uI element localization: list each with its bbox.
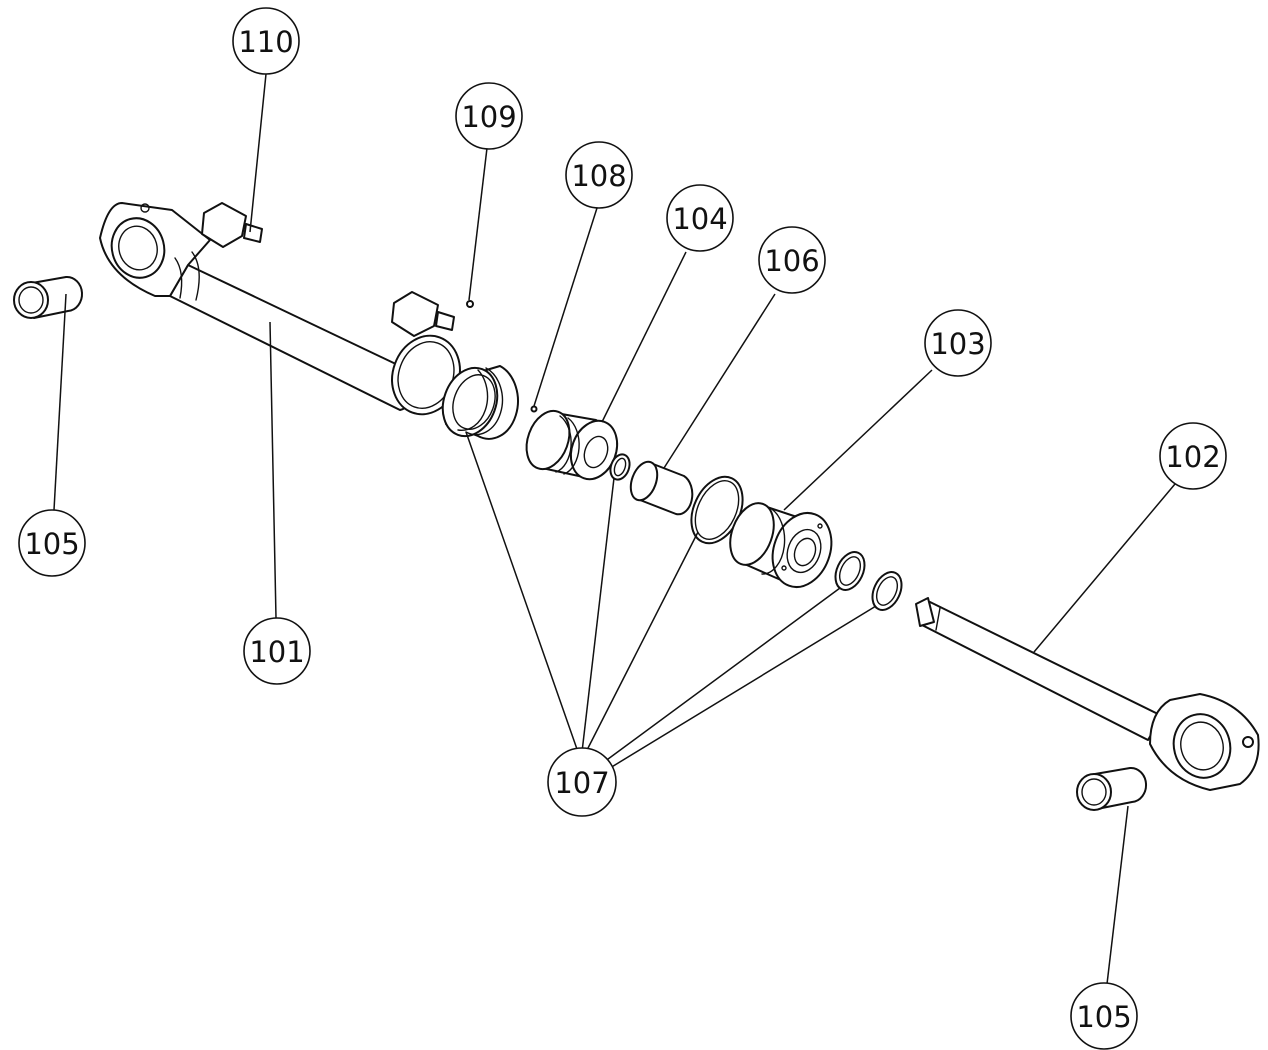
callout-103: 103 [924,309,992,377]
callout-106: 106 [758,226,826,294]
callout-110: 110 [232,7,300,75]
callout-105-left-label: 105 [24,527,79,561]
callout-105-left: 105 [18,509,86,577]
callout-106-label: 106 [764,244,819,278]
callout-108-label: 108 [571,159,626,193]
callout-109-label: 109 [461,100,516,134]
part-107-gland-seal-2 [871,571,903,611]
part-107-gland-seal-1 [834,551,866,591]
callout-105-right: 105 [1070,982,1138,1050]
callout-101: 101 [243,617,311,685]
callout-101-label: 101 [249,635,304,669]
callout-109: 109 [455,82,523,150]
part-102-piston-rod [915,597,1260,791]
part-101-cylinder-barrel [99,202,461,416]
callout-110-label: 110 [238,25,293,59]
callout-104: 104 [666,184,734,252]
leader-lines [53,73,1176,985]
callout-103-label: 103 [930,327,985,361]
callout-104-label: 104 [672,202,727,236]
part-107-seal-pack [441,365,519,440]
part-105-right-bushing [1076,766,1147,811]
part-108-ball [530,405,538,413]
callout-102-label: 102 [1165,440,1220,474]
part-106-spacer [629,460,694,516]
callout-105-right-label: 105 [1076,1000,1131,1034]
callout-107-label: 107 [554,766,609,800]
part-104-piston [525,409,619,481]
part-109-ball [466,300,474,308]
callout-102: 102 [1159,422,1227,490]
part-105-left-bushing [13,275,83,319]
callout-107: 107 [547,747,617,817]
part-103-gland [729,502,833,588]
callout-108: 108 [565,141,633,209]
